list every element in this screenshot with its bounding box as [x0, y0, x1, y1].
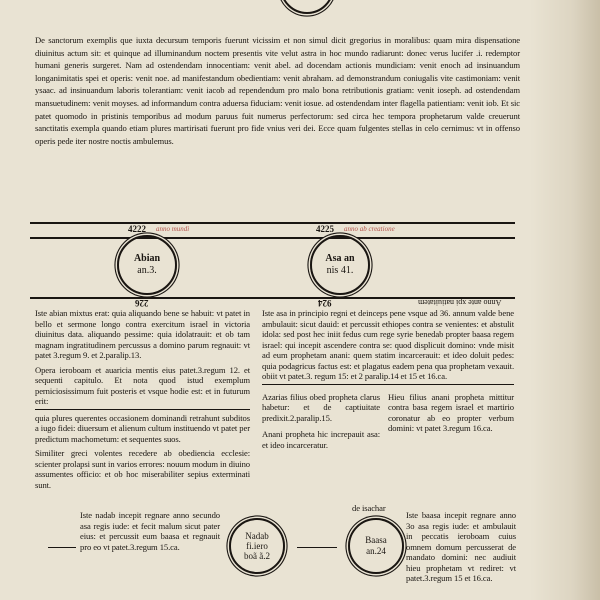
paragraph-azarias: Azarias filius obed propheta clarus habe…	[262, 391, 380, 423]
timeline-line-top	[30, 222, 515, 224]
paragraph-nadab: Iste nadab incepit regnare anno secundo …	[80, 510, 220, 552]
year-right: 4225	[316, 224, 334, 234]
red-note-right: anno ab creatione	[344, 225, 395, 233]
paragraph-hieu: Hieu filius anani propheta mittitur cont…	[388, 391, 514, 434]
timeline-line-bottom	[30, 297, 515, 299]
anno-left: 226	[135, 298, 149, 308]
circle-baasa: Baasa an.24	[348, 518, 404, 574]
connector-line	[297, 547, 337, 549]
page-edge-shadow	[530, 0, 600, 600]
king-sub: fi.iero	[246, 541, 268, 551]
left-column: Iste abian mixtus erat: quia aliquando b…	[35, 308, 250, 490]
circle-space	[226, 510, 406, 578]
king-sub2: boã ã.2	[244, 551, 270, 561]
divider-line	[35, 408, 250, 410]
top-partial-circle	[280, 0, 334, 14]
baasa-block: Iste baasa incepit regnare anno 3o asa r…	[226, 510, 516, 584]
king-years: nis 41.	[326, 265, 354, 276]
king-name: Nadab	[245, 531, 269, 541]
circle-asa: Asa an nis 41.	[310, 235, 370, 295]
anno-right: 924	[318, 298, 332, 308]
king-name: Abian	[133, 253, 161, 264]
paragraph-anani: Anani propheta hic increpauit asa: et id…	[262, 429, 380, 450]
year-left: 4222	[128, 224, 146, 234]
anno-right-text: 924	[318, 298, 332, 308]
king-name: Baasa	[365, 535, 387, 545]
intro-paragraph: De sanctorum exemplis que iuxta decursum…	[35, 35, 520, 146]
king-years: an.24	[366, 546, 386, 556]
circle-abian: Abian an.3.	[117, 235, 177, 295]
paragraph-opera: Opera ieroboam et auaricia mentis eius p…	[35, 364, 250, 407]
prophets-row: Azarias filius obed propheta clarus habe…	[262, 392, 514, 451]
right-column: Iste asa in principio regni et deinceps …	[262, 308, 514, 450]
paragraph-plures: quia plures querentes occasionem dominan…	[35, 412, 250, 444]
paragraph-abian: Iste abian mixtus erat: quia aliquando b…	[35, 308, 250, 360]
anno-label: Anno ante xpi natiuitatem	[418, 298, 501, 307]
anno-label-text: Anno ante xpi natiuitatem	[418, 298, 502, 307]
timeline-line-2	[30, 237, 515, 239]
prophets-middle: Azarias filius obed propheta clarus habe…	[262, 392, 380, 451]
nadab-connector-line	[48, 547, 76, 549]
king-years: an.3.	[137, 265, 157, 276]
paragraph-asa: Iste asa in principio regni et deinceps …	[262, 308, 514, 381]
red-note-left: anno mundi	[156, 225, 190, 233]
divider-line-right	[262, 383, 514, 385]
paragraph-baasa: Iste baasa incepit regnare anno 3o asa r…	[406, 510, 516, 583]
paragraph-similiter: Similiter greci volentes recedere ab obe…	[35, 448, 250, 490]
king-name: Asa an	[325, 253, 355, 264]
circle-nadab: Nadab fi.iero boã ã.2	[229, 518, 285, 574]
anno-left-text: 226	[135, 298, 149, 308]
isachar-label: de isachar	[352, 503, 386, 513]
